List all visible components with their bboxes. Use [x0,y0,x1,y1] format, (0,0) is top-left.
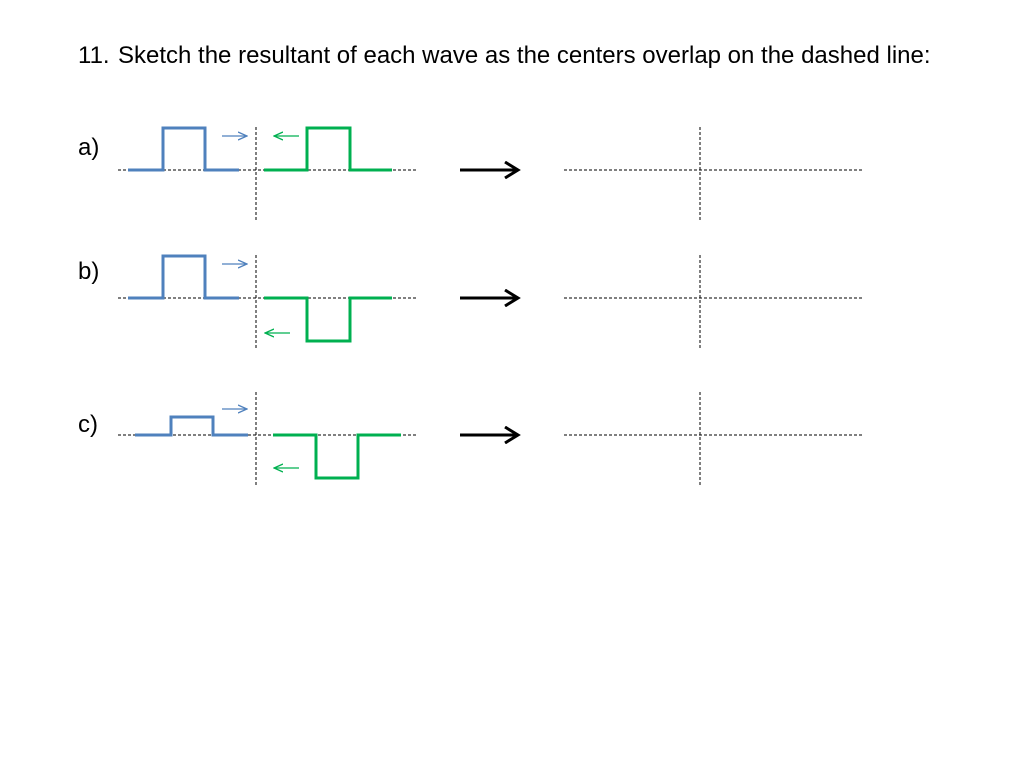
question-number: 11. [78,42,110,69]
part-label-a: a) [78,134,100,161]
left-pulse-up-small [135,415,248,437]
left-pulse-up [128,254,239,300]
part-c-diagram [118,392,862,486]
left-pulse-up [128,126,239,172]
right-pulse-down [264,296,392,343]
part-b-diagram [118,254,862,349]
question-text: Sketch the resultant of each wave as the… [118,42,931,69]
part-label-c: c) [78,411,98,438]
part-label-b: b) [78,258,100,285]
part-a-diagram [118,126,862,221]
right-pulse-up [264,126,392,172]
right-pulse-down [273,433,401,480]
